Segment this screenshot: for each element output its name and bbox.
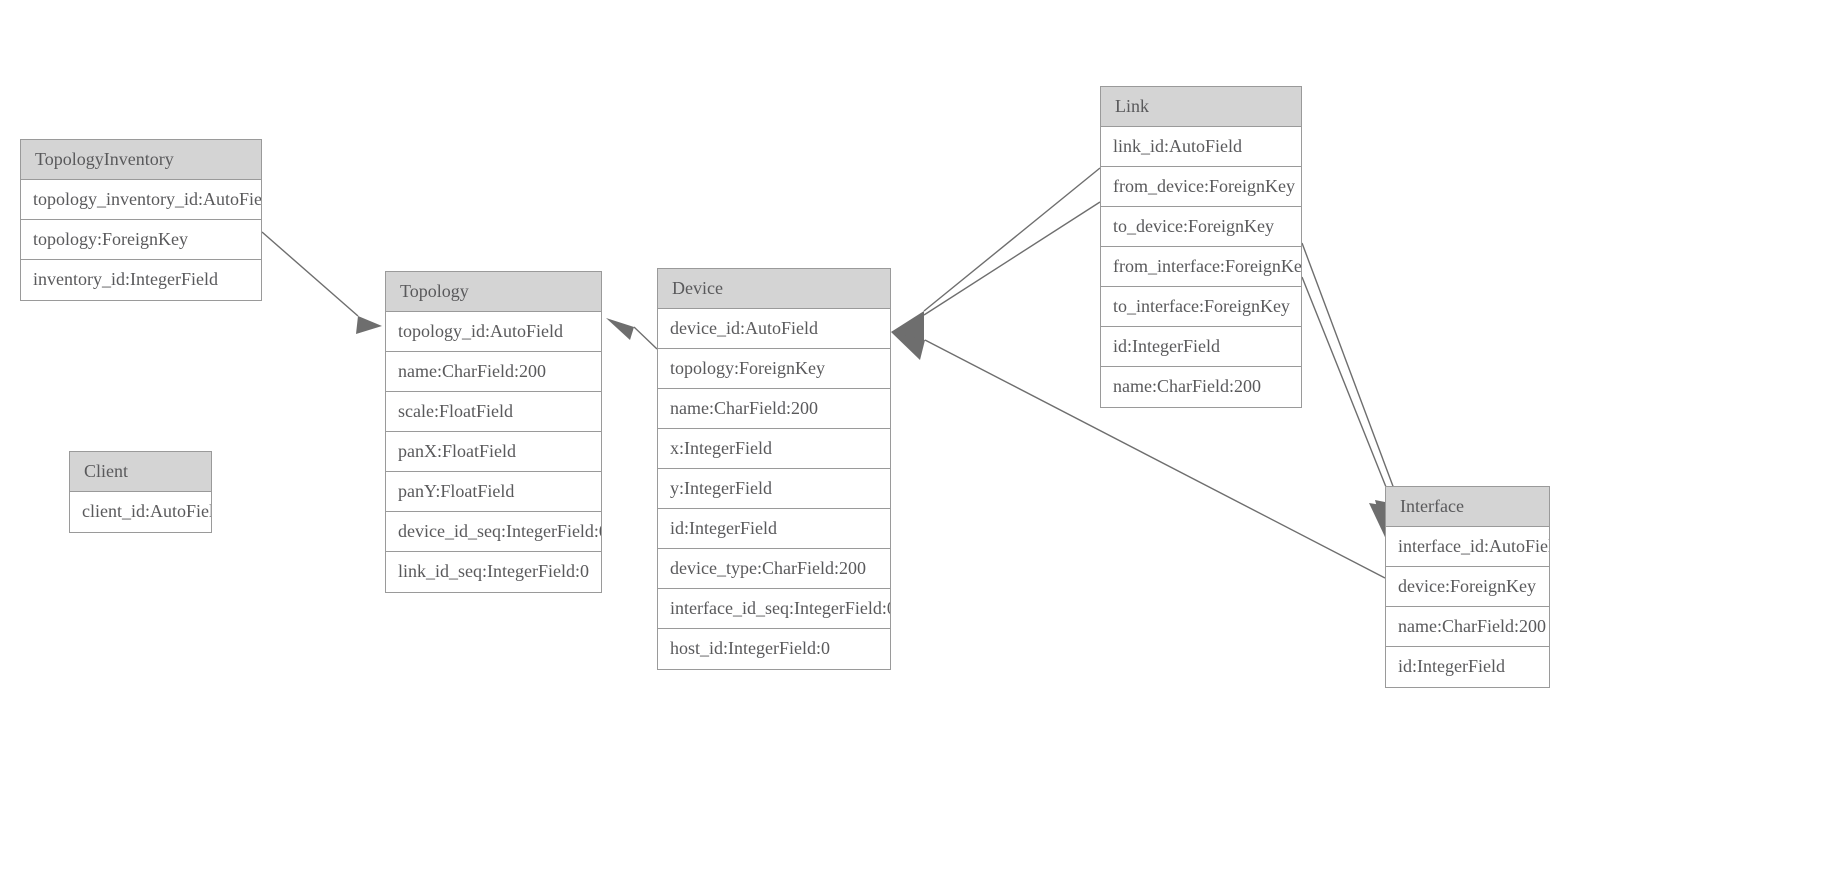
entity-field: topology_inventory_id:AutoField [21, 180, 261, 220]
entity-field: name:CharField:200 [1386, 607, 1549, 647]
entity-title: Device [658, 269, 890, 309]
entity-field: scale:FloatField [386, 392, 601, 432]
entity-title: Link [1101, 87, 1301, 127]
relationship-edge [261, 231, 382, 334]
relationship-arrowhead [356, 316, 382, 334]
entity-field: client_id:AutoField [70, 492, 211, 532]
relationship-line [923, 201, 1101, 316]
entity-field: to_interface:ForeignKey [1101, 287, 1301, 327]
entity-field: host_id:IntegerField:0 [658, 629, 890, 669]
entity-field: id:IntegerField [1386, 647, 1549, 687]
entity-field: name:CharField:200 [386, 352, 601, 392]
entity-title: Interface [1386, 487, 1549, 527]
entity-field: interface_id:AutoField [1386, 527, 1549, 567]
relationship-line [633, 326, 658, 350]
entity-field: panY:FloatField [386, 472, 601, 512]
entity-field: link_id_seq:IntegerField:0 [386, 552, 601, 592]
entity-field: from_interface:ForeignKey [1101, 247, 1301, 287]
entity-field: inventory_id:IntegerField [21, 260, 261, 300]
entity-field: id:IntegerField [658, 509, 890, 549]
relationship-line [923, 167, 1101, 312]
relationship-line [261, 231, 359, 317]
relationship-arrowhead [891, 315, 924, 346]
entity-field: to_device:ForeignKey [1101, 207, 1301, 247]
entity-field: topology:ForeignKey [658, 349, 890, 389]
entity-field: name:CharField:200 [658, 389, 890, 429]
entity-title: Topology [386, 272, 601, 312]
entity-field: topology:ForeignKey [21, 220, 261, 260]
relationship-arrowhead [606, 318, 634, 340]
entity-field: interface_id_seq:IntegerField:0 [658, 589, 890, 629]
entity-field: device_type:CharField:200 [658, 549, 890, 589]
entity-field: from_device:ForeignKey [1101, 167, 1301, 207]
entity-title: Client [70, 452, 211, 492]
entity-field: id:IntegerField [1101, 327, 1301, 367]
entity-field: x:IntegerField [658, 429, 890, 469]
entity-field: link_id:AutoField [1101, 127, 1301, 167]
entity-field: device:ForeignKey [1386, 567, 1549, 607]
entity-field: panX:FloatField [386, 432, 601, 472]
entity-field: topology_id:AutoField [386, 312, 601, 352]
entity-field: device_id:AutoField [658, 309, 890, 349]
relationship-line [1301, 242, 1401, 506]
relationship-arrowhead [891, 311, 924, 342]
relationship-edge [891, 167, 1101, 342]
relationship-edge [606, 318, 658, 350]
relationship-edge [1301, 276, 1395, 537]
entity-field: name:CharField:200 [1101, 367, 1301, 407]
relationship-edge [891, 201, 1101, 346]
entity-title: TopologyInventory [21, 140, 261, 180]
relationship-arrowhead [891, 332, 925, 360]
entity-field: y:IntegerField [658, 469, 890, 509]
entity-field: device_id_seq:IntegerField:0 [386, 512, 601, 552]
relationship-line [1301, 276, 1395, 508]
